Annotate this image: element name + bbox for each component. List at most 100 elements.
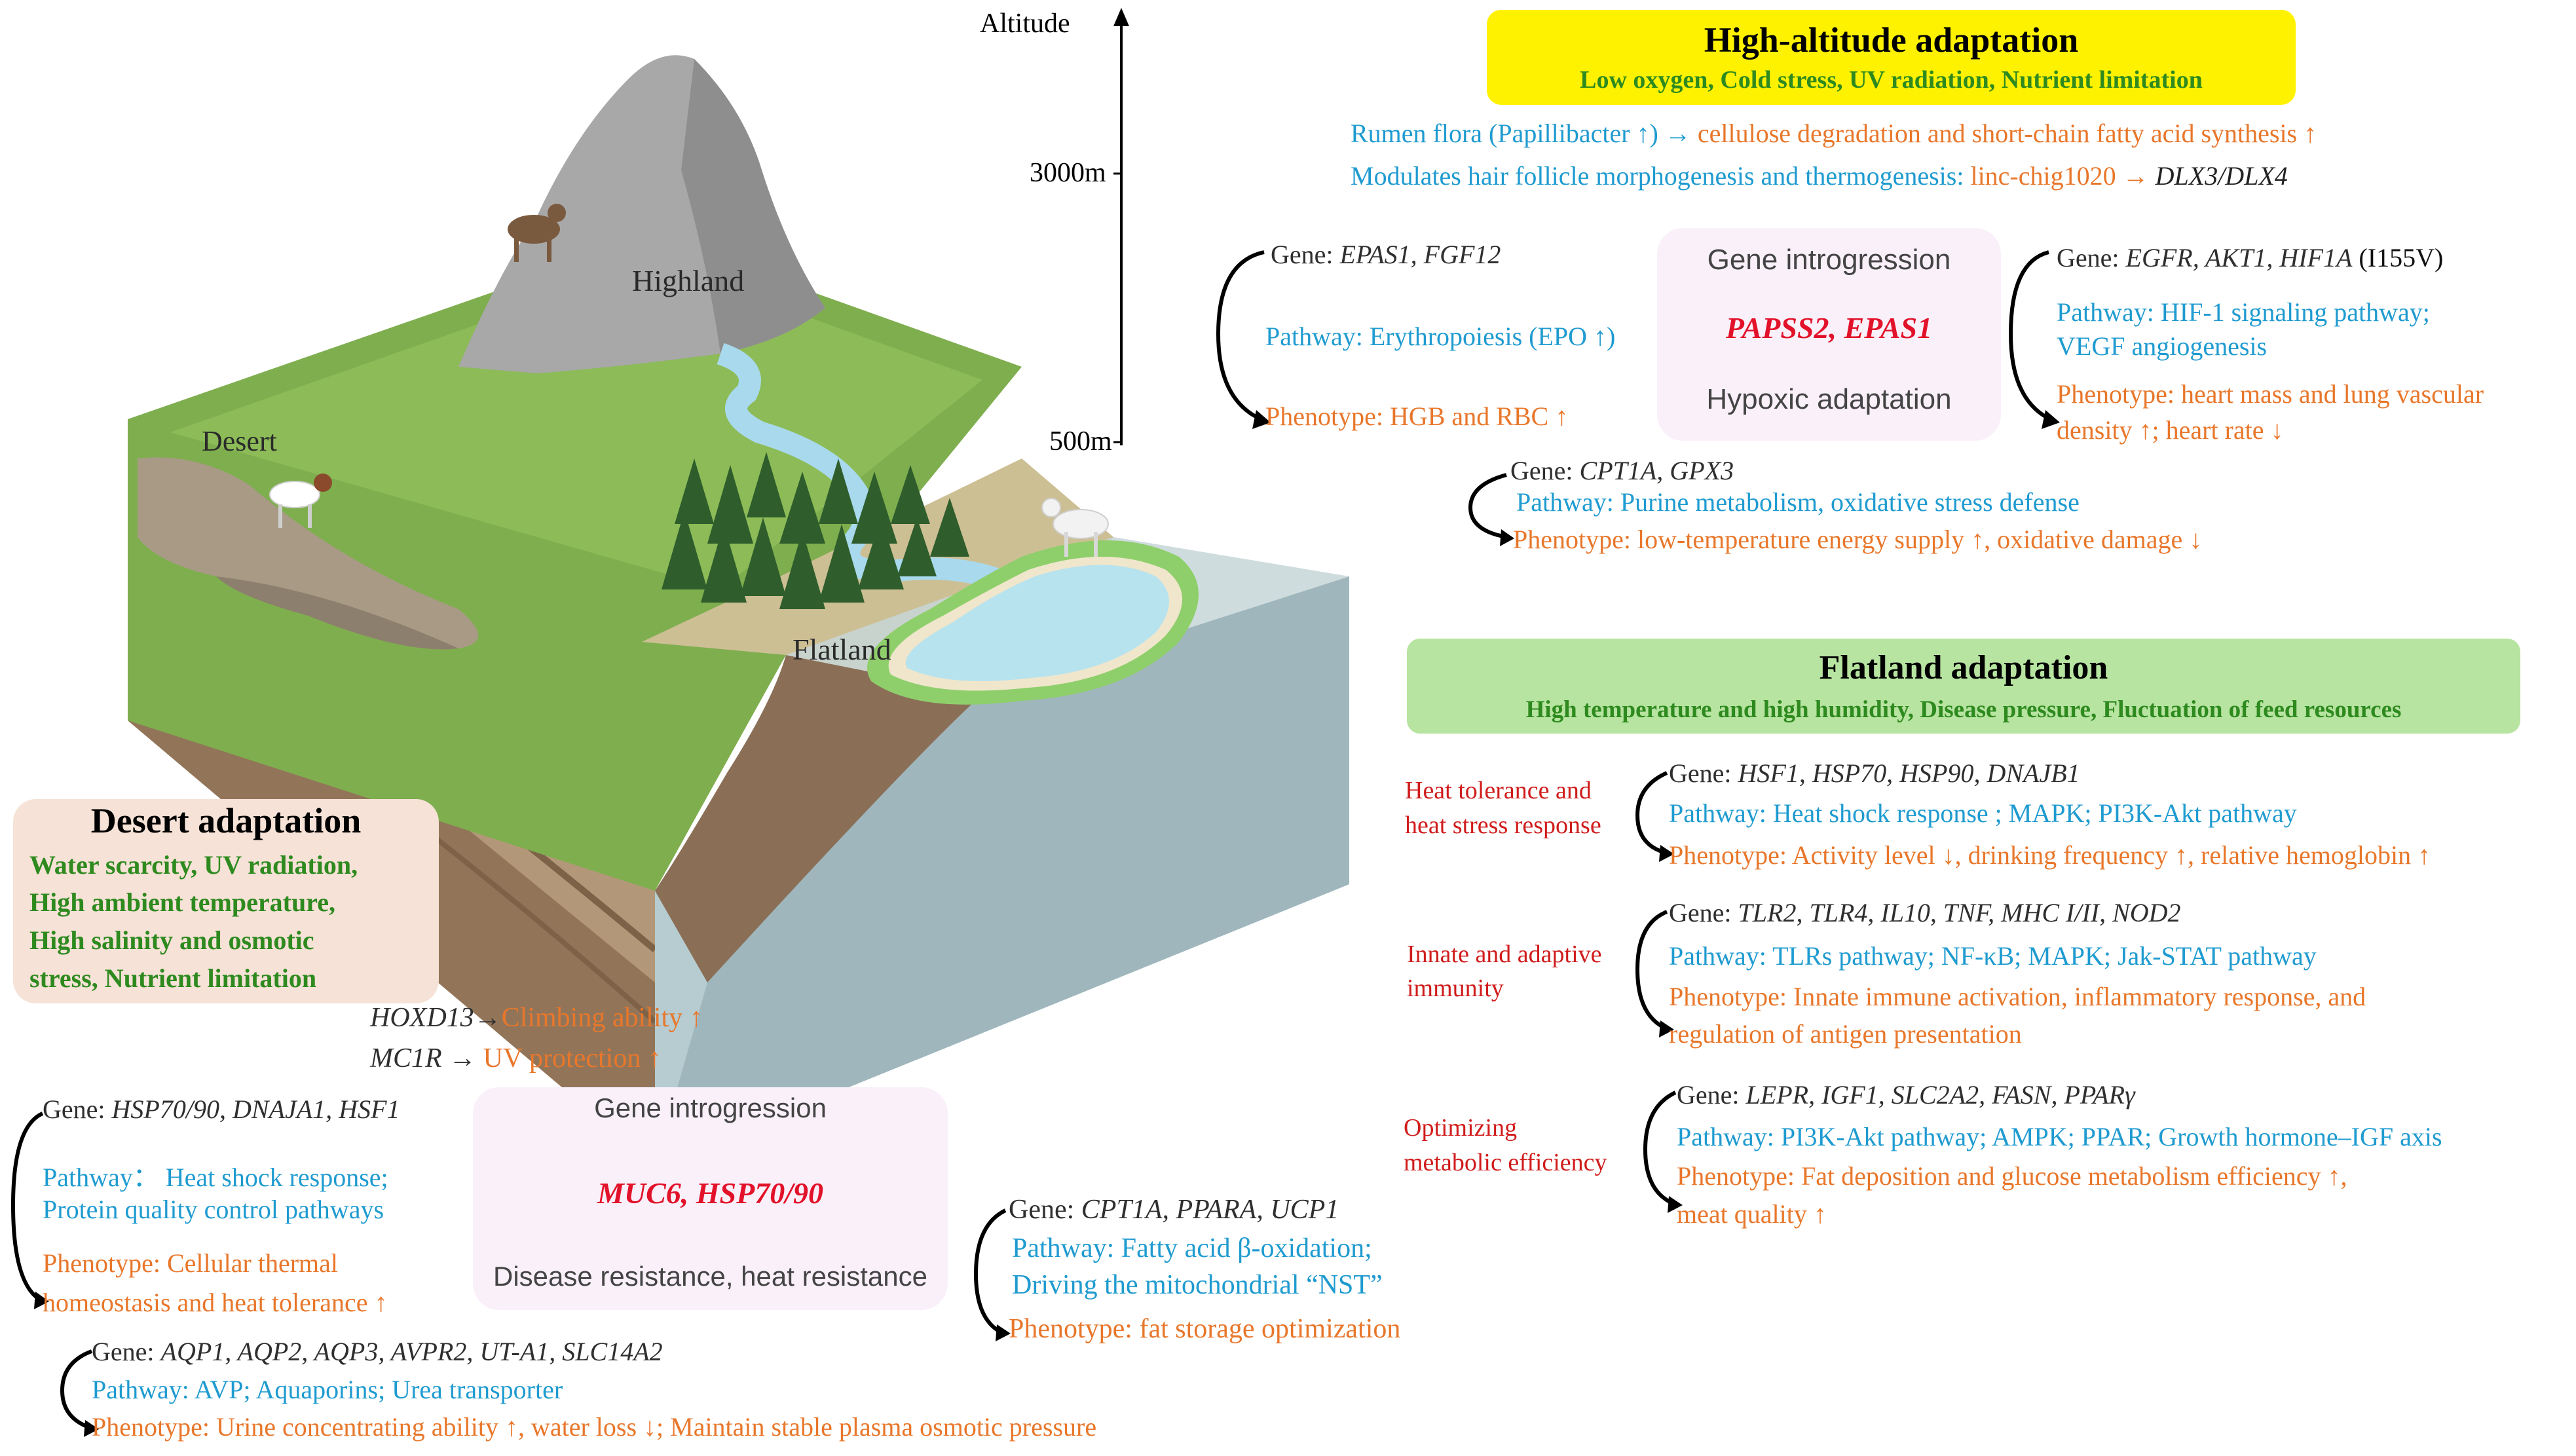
gene-prefix: Gene: [92,1337,155,1366]
desert-hsp-pathway-2: Protein quality control pathways [43,1195,384,1224]
hoxd13-arrow: → [474,1003,502,1033]
mc1r-line: MC1R → UV protection ↑ [370,1043,662,1074]
desert-fat-pathway-2: Driving the mitochondrial “NST” [1012,1270,1383,1300]
desert-hsp-phenotype-1: Phenotype: Cellular thermal [43,1248,338,1278]
high-altitude-title: High-altitude adaptation [1704,20,2079,60]
desert-introgression-bottom: Disease resistance, heat resistance [493,1261,927,1292]
bracket-arrow [1216,250,1265,421]
bracket-arrow [1643,1091,1677,1206]
high-left-gene: Gene: EPAS1, FGF12 [1271,239,1501,270]
bracket-arrowhead [1668,1196,1683,1213]
bracket-arrow [1468,473,1507,539]
high-low-pathway: Pathway: Purine metabolism, oxidative st… [1516,487,2080,517]
bracket-arrow [1635,771,1668,855]
metabolic-gene: Gene: LEPR, IGF1, SLC2A2, FASN, PPARγ [1677,1079,2135,1110]
gene-list: LEPR, IGF1, SLC2A2, FASN, PPARγ [1745,1080,2135,1110]
high-introgression-genes: PAPSS2, EPAS1 [1725,311,1933,345]
gene-prefix: Gene: [1669,758,1732,788]
heat-label-2: heat stress response [1405,812,1601,839]
high-introgression-bottom: Hypoxic adaptation [1706,383,1952,415]
bracket-arrowhead [1659,845,1674,862]
heat-label-1: Heat tolerance and [1405,777,1592,804]
gene-list: TLR2, TLR4, IL10, TNF, MHC I/II, NOD2 [1738,898,2181,927]
bracket-arrowhead [996,1324,1011,1341]
immunity-pathway: Pathway: TLRs pathway; NF-κB; MAPK; Jak-… [1669,941,2317,971]
bracket-arrow [10,1111,44,1302]
bracket-arrowhead [84,1420,99,1437]
high-left-pathway: Pathway: Erythropoiesis (EPO ↑) [1265,322,1616,351]
desert-label: Desert [202,425,277,457]
high-left-phenotype: Phenotype: HGB and RBC ↑ [1265,401,1569,431]
metabolic-label-2: metabolic efficiency [1404,1149,1607,1176]
desert-introgression-top: Gene introgression [594,1092,827,1123]
bracket-arrowhead [2042,410,2060,429]
rumen-flora-effect: cellulose degradation and short-chain fa… [1697,119,2317,148]
desert-sub-3: High salinity and osmotic [29,925,314,955]
heat-gene: Gene: HSF1, HSP70, HSP90, DNAJB1 [1669,758,2080,789]
desert-sub-2: High ambient temperature, [29,887,335,917]
desert-fat-phenotype: Phenotype: fat storage optimization [1009,1314,1401,1344]
cliff [655,655,982,982]
water-side-face-dark [655,576,1349,1166]
gene-list: HSP70/90, DNAJA1, HSF1 [111,1094,400,1124]
high-altitude-subtitle: Low oxygen, Cold stress, UV radiation, N… [1580,66,2203,94]
metabolic-label-1: Optimizing [1404,1114,1518,1142]
altitude-label: Altitude [980,9,1070,39]
hoxd13-line: HOXD13→Climbing ability ↑ [370,1002,703,1034]
desert-aqp-gene: Gene: AQP1, AQP2, AQP3, AVPR2, UT-A1, SL… [92,1336,663,1367]
metabolic-pathway: Pathway: PI3K-Akt pathway; AMPK; PPAR; G… [1677,1122,2442,1151]
gene-prefix: Gene: [1677,1080,1740,1110]
pine-forest [662,452,969,609]
desert-fat-pathway-1: Pathway: Fatty acid β-oxidation; [1012,1233,1372,1263]
high-low-phenotype: Phenotype: low-temperature energy supply… [1513,525,2203,554]
desert-hsp-pathway-1: Pathway： Heat shock response; [43,1163,388,1192]
metabolic-phenotype-1: Phenotype: Fat deposition and glucose me… [1677,1161,2347,1191]
flatland-label: Flatland [793,633,891,666]
high-introgression-top: Gene introgression [1707,244,1951,276]
desert-introgression-genes: MUC6, HSP70/90 [597,1176,824,1210]
bracket-arrow [1635,910,1668,1030]
immunity-label-1: Innate and adaptive [1407,941,1602,968]
rumen-flora-text: Rumen flora (Papillibacter ↑) → [1351,119,1691,148]
hair-follicle-target: DLX3/DLX4 [2155,161,2288,191]
gene-prefix: Gene: [1510,456,1573,485]
high-right-phenotype-2: density ↑; heart rate ↓ [2057,415,2284,445]
immunity-gene: Gene: TLR2, TLR4, IL10, TNF, MHC I/II, N… [1669,897,2181,928]
mc1r-gene: MC1R [370,1043,442,1073]
flatland-header [1407,639,2520,734]
high-low-gene: Gene: CPT1A, GPX3 [1510,455,1734,486]
hair-follicle-line: Modulates hair follicle morphogenesis an… [1351,160,2288,191]
gene-prefix: Gene: [1669,898,1732,927]
desert-goat-icon [269,474,332,528]
highland-goat-icon [508,204,566,262]
bracket-arrowhead [1500,529,1514,546]
bracket-arrowhead [1252,410,1271,429]
desert-fat-gene: Gene: CPT1A, PPARA, UCP1 [1009,1194,1339,1225]
gene-list: CPT1A, PPARA, UCP1 [1081,1195,1339,1225]
gene-list: EPAS1, FGF12 [1339,240,1501,269]
gene-prefix: Gene: [43,1094,105,1124]
bracket-arrowhead [34,1292,49,1309]
gene-list: CPT1A, GPX3 [1579,456,1734,485]
desert-title: Desert adaptation [90,801,362,840]
gene-list: HSF1, HSP70, HSP90, DNAJB1 [1738,758,2080,788]
immunity-phenotype-2: regulation of antigen presentation [1669,1019,2022,1049]
mountain-shadow [681,59,825,354]
desert-aqp-pathway: Pathway: AVP; Aquaporins; Urea transport… [92,1375,563,1404]
high-altitude-header [1487,10,2296,105]
desert-rocks [138,457,478,648]
heat-phenotype: Phenotype: Activity level ↓, drinking fr… [1669,840,2431,870]
desert-hsp-gene: Gene: HSP70/90, DNAJA1, HSF1 [43,1094,400,1125]
high-right-pathway-2: VEGF angiogenesis [2057,331,2268,361]
immunity-phenotype-1: Phenotype: Innate immune activation, inf… [1669,982,2366,1011]
desert-sub-4: stress, Nutrient limitation [29,963,317,993]
gene-prefix: Gene: [2057,243,2119,272]
hair-follicle-text: Modulates hair follicle morphogenesis an… [1351,161,1964,191]
desert-sub-1: Water scarcity, UV radiation, [29,850,358,880]
desert-hsp-phenotype-2: homeostasis and heat tolerance ↑ [43,1288,388,1317]
rumen-flora-line: Rumen flora (Papillibacter ↑) → cellulos… [1351,118,2317,149]
gene-variant: (I155V) [2359,243,2444,272]
metabolic-phenotype-2: meat quality ↑ [1677,1199,1827,1229]
high-introgression-box [1657,228,2001,441]
